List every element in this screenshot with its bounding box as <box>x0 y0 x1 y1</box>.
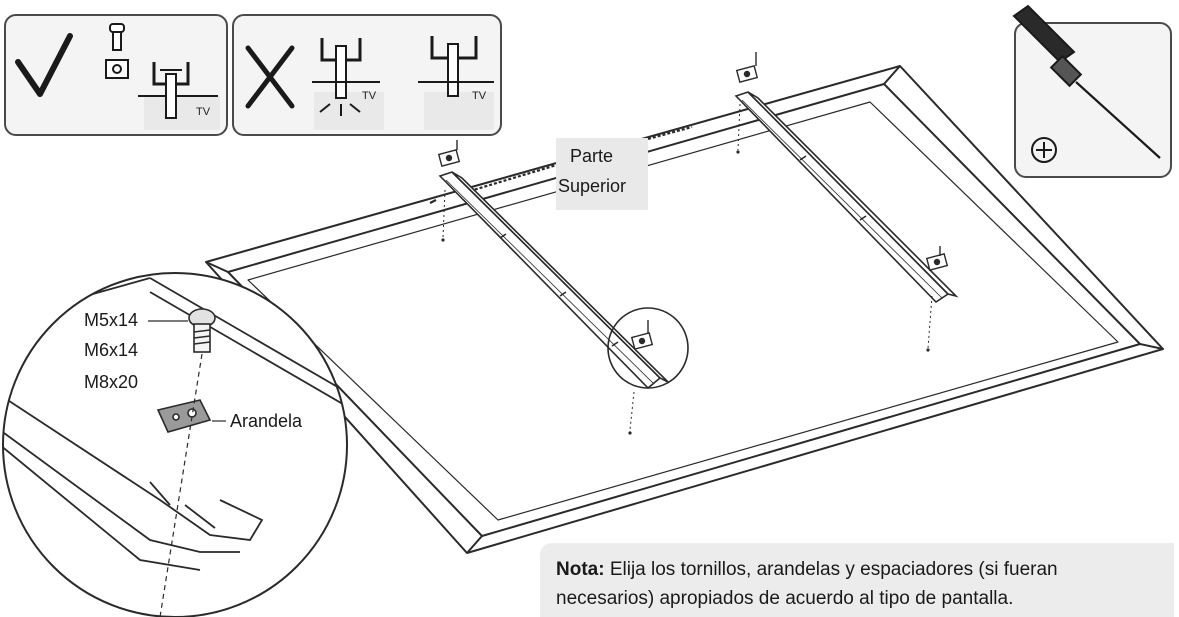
tv-surface-correct <box>144 96 220 130</box>
note-text-2: necesarios) apropiados de acuerdo al tip… <box>556 588 1014 609</box>
insertion-guides <box>441 103 933 435</box>
top-side-label-line2: Superior <box>558 176 627 196</box>
screw-washer-icon <box>105 23 129 79</box>
note-line-1: Nota: Elija los tornillos, arandelas y e… <box>556 555 1174 584</box>
cross-icon <box>245 45 295 109</box>
check-icon <box>15 33 73 97</box>
tv-tag-incorrect-left: TV <box>362 90 377 102</box>
phillips-head-icon <box>1031 137 1057 163</box>
tv-surface-incorrect-right <box>424 92 494 130</box>
tv-tag-incorrect-right: TV <box>472 90 487 102</box>
tv-panel <box>205 65 1164 554</box>
vent-slots <box>429 125 693 204</box>
tool-panel <box>1014 22 1172 178</box>
screwdriver-icon <box>1012 4 1161 159</box>
tv-tag-correct: TV <box>196 106 211 118</box>
bracket-incorrect-left-icon <box>312 38 380 116</box>
screw-size-m6x14: M6x14 <box>84 340 139 360</box>
bracket-correct-icon <box>138 62 218 119</box>
washer-label: Arandela <box>230 411 303 431</box>
washer-screw-set <box>437 52 949 350</box>
left-mounting-rail <box>438 171 669 390</box>
screw-size-m5x14: M5x14 <box>84 310 139 330</box>
top-side-label-line1: Parte <box>570 146 614 166</box>
right-mounting-rail <box>734 91 959 304</box>
detail-callout-circle <box>607 307 689 389</box>
top-side-tag <box>556 138 648 210</box>
screw-size-m8x20: M8x20 <box>84 372 139 392</box>
note-box: Nota: Elija los tornillos, arandelas y e… <box>540 543 1174 617</box>
bracket-incorrect-right-icon <box>418 36 494 97</box>
screw-large <box>188 308 216 353</box>
magnified-detail <box>3 273 347 617</box>
note-text-1: Elija los tornillos, arandelas y espacia… <box>604 559 1058 580</box>
note-prefix: Nota: <box>556 559 605 580</box>
tv-surface-incorrect-left <box>314 92 384 130</box>
